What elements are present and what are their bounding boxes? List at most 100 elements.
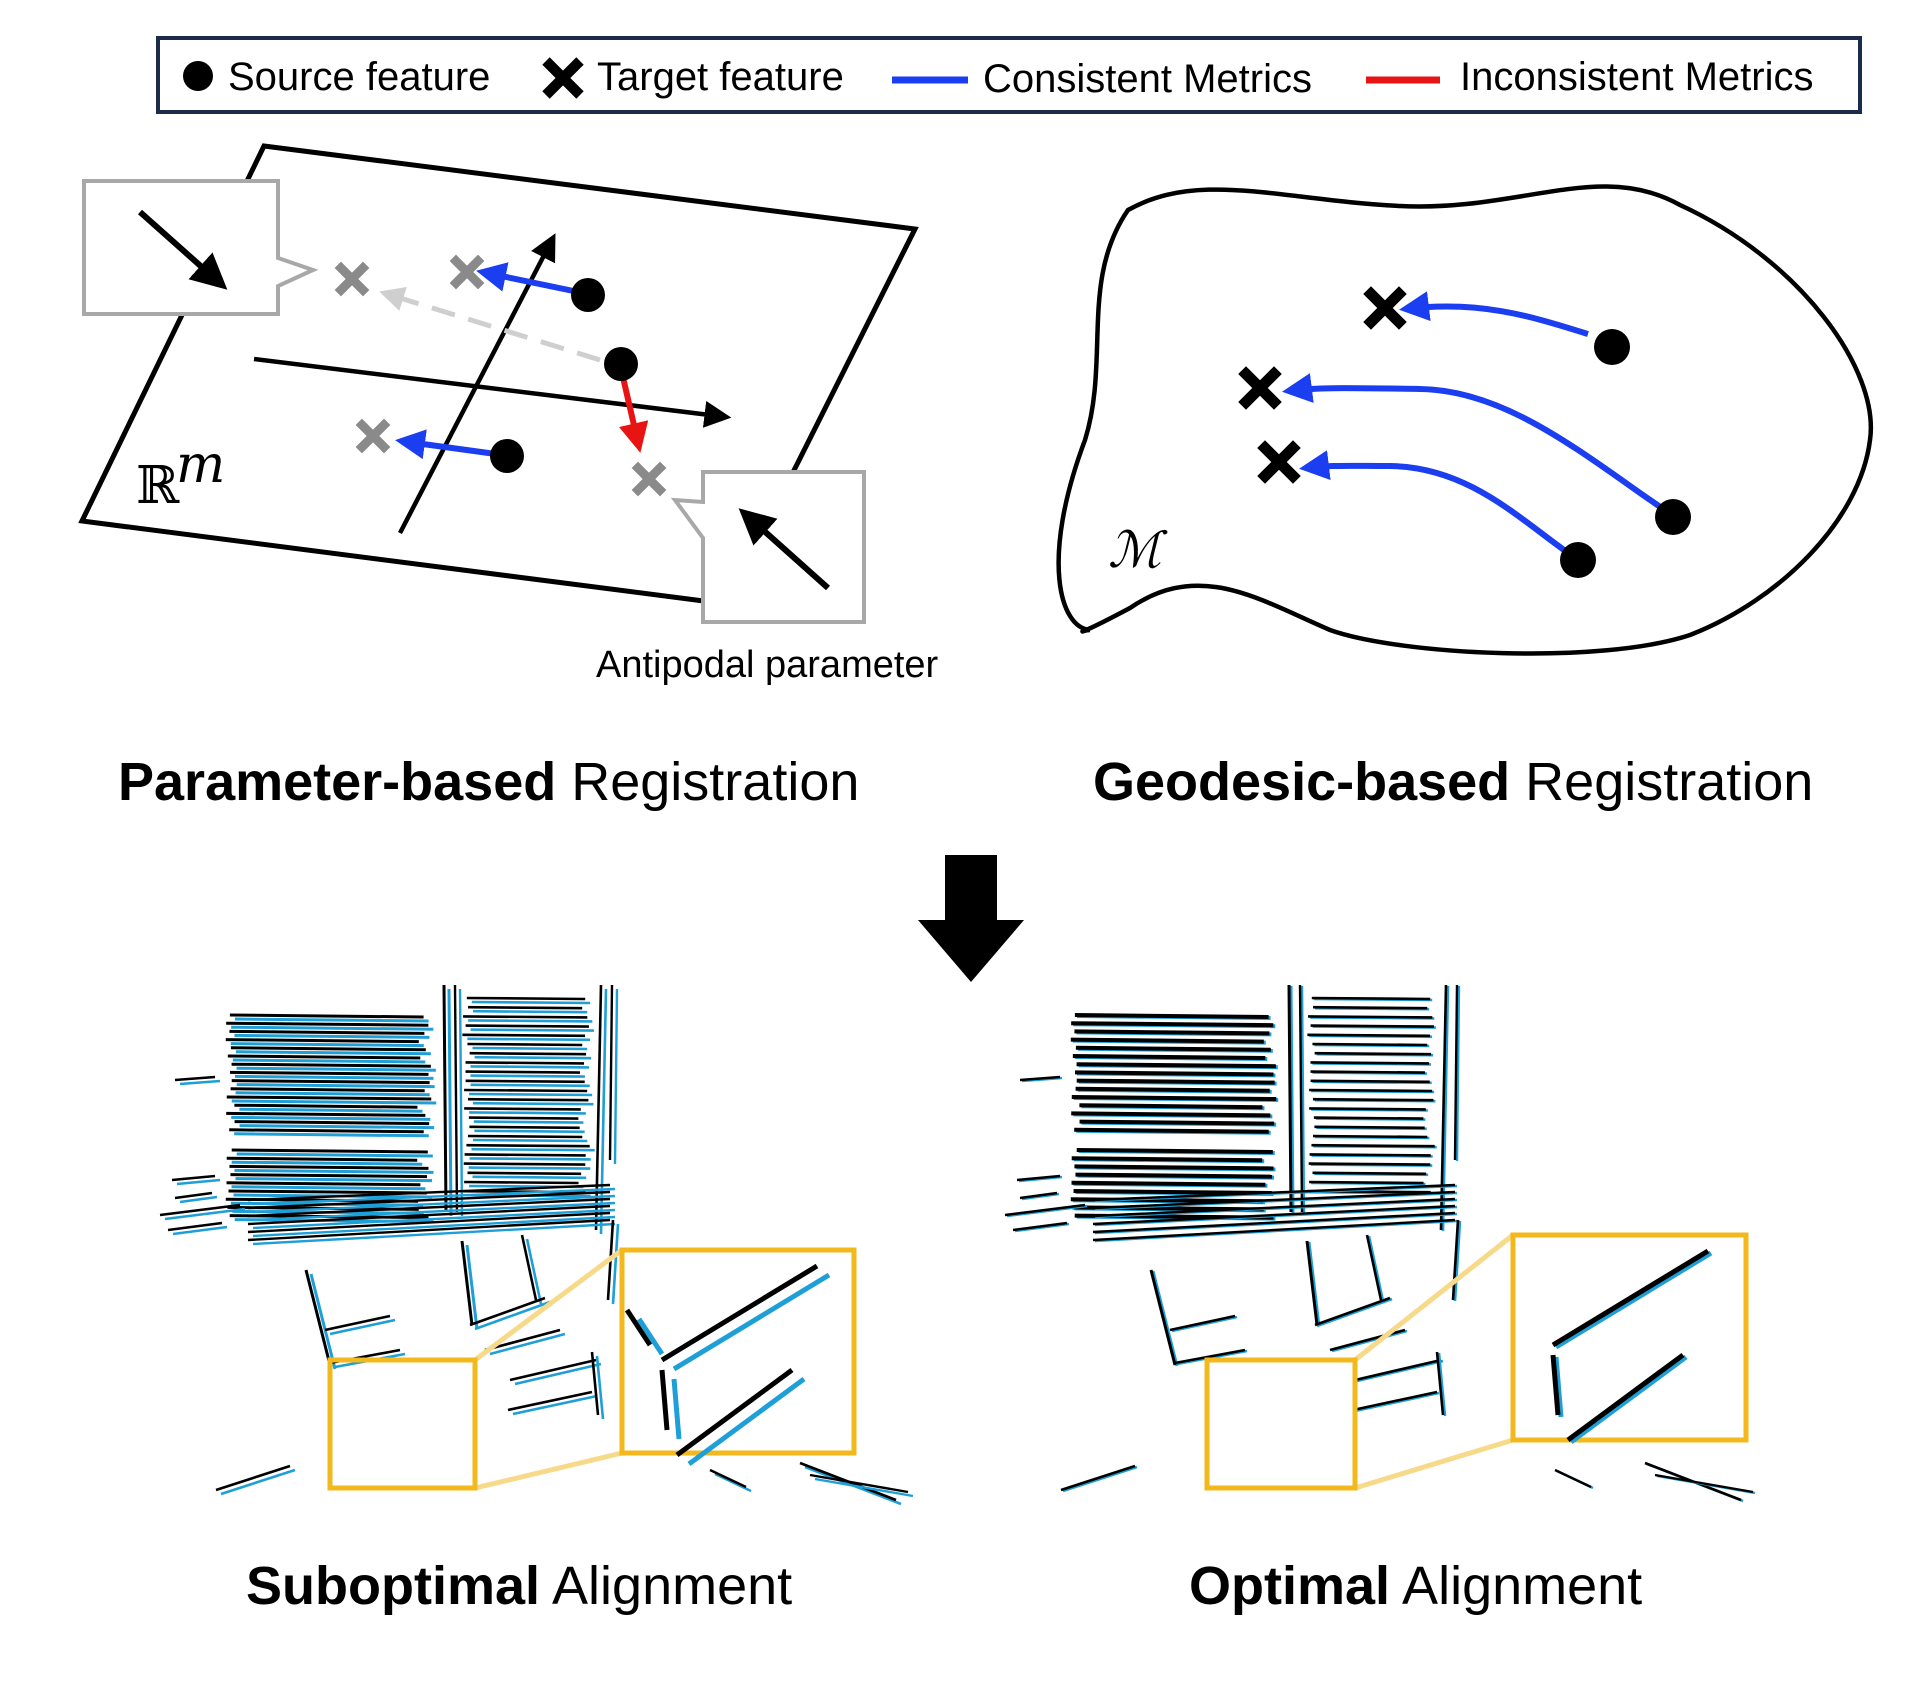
geodesic-based-caption: Geodesic-based Registration	[1093, 752, 1813, 812]
source-line	[659, 1369, 670, 1431]
target-line	[230, 1042, 424, 1048]
source-line	[465, 1070, 580, 1074]
target-line	[231, 1185, 426, 1191]
source-line	[660, 1263, 819, 1363]
source-line	[247, 1197, 611, 1218]
target-line	[176, 1178, 221, 1186]
source-line	[231, 1062, 431, 1068]
source-line	[230, 1046, 426, 1052]
target-line	[172, 1225, 228, 1236]
source-line	[229, 1029, 425, 1035]
manifold-panel: ℳ	[1056, 184, 1874, 656]
source-line	[1308, 1162, 1431, 1166]
target-line	[309, 1273, 337, 1370]
target-line	[469, 1157, 591, 1161]
antipodal-annotation: Antipodal parameter	[596, 644, 939, 686]
source-line	[231, 1079, 430, 1085]
source-line	[225, 1038, 419, 1044]
source-line	[1076, 1148, 1273, 1154]
target-line	[672, 1272, 831, 1372]
target-line	[636, 1317, 665, 1356]
source-line	[507, 1390, 593, 1412]
source-line	[1550, 1354, 1561, 1416]
direction-callout-top	[82, 179, 319, 316]
target-line	[1171, 1315, 1238, 1333]
source-line	[1352, 1390, 1438, 1412]
target-line	[671, 1378, 682, 1440]
source-line	[1439, 984, 1448, 1231]
zoom-region	[327, 1357, 478, 1491]
target-line	[235, 1091, 430, 1097]
target-line	[472, 1175, 587, 1180]
source-line	[1074, 1029, 1270, 1036]
source-line	[465, 1061, 585, 1065]
source-line	[809, 1473, 909, 1494]
source-line	[468, 1005, 583, 1010]
source-line	[1174, 1348, 1246, 1365]
source-line	[1019, 1191, 1058, 1200]
target-line	[1437, 1352, 1447, 1417]
target-line	[489, 1332, 566, 1356]
source-line	[463, 1162, 586, 1166]
target-line	[231, 1025, 434, 1031]
target-line	[447, 988, 453, 1217]
target-line	[512, 1394, 598, 1416]
source-line	[226, 1181, 421, 1187]
target-line	[234, 1033, 430, 1039]
source-line	[1092, 1197, 1456, 1218]
legend-target-label: Target feature	[597, 55, 844, 99]
direction-callout-bottom	[670, 470, 866, 624]
source-feature-dot	[490, 439, 524, 473]
source-line	[247, 1183, 611, 1202]
target-line	[469, 1111, 586, 1115]
target-line	[687, 1376, 806, 1467]
consistent-arrow-top	[476, 262, 589, 297]
source-line	[466, 1143, 590, 1148]
euclidean-space-exponent: m	[176, 435, 225, 495]
suboptimal-alignment-visual	[159, 984, 914, 1506]
source-line	[247, 1190, 611, 1210]
target-line	[470, 1065, 590, 1069]
legend-inconsistent-label: Inconsistent Metrics	[1460, 55, 1813, 99]
source-line	[464, 1107, 581, 1111]
source-line	[1435, 1351, 1445, 1416]
source-line	[1074, 1070, 1274, 1077]
source-line	[608, 984, 614, 1161]
target-line	[458, 988, 464, 1217]
target-line	[329, 1318, 396, 1336]
source-line	[230, 1173, 428, 1179]
source-feature-dot	[1560, 542, 1596, 578]
source-line	[174, 1191, 213, 1200]
source-line	[228, 1189, 427, 1195]
target-line	[1316, 1297, 1393, 1328]
down-arrow-icon	[918, 855, 1024, 982]
source-line	[1019, 1075, 1061, 1082]
target-line	[814, 1477, 914, 1498]
source-line	[1070, 1037, 1264, 1044]
source-line	[1079, 1119, 1275, 1126]
source-line	[1076, 1062, 1276, 1069]
parameter-space-panel: ℝ m Antipodal parameter	[78, 143, 939, 686]
target-line	[472, 1101, 594, 1106]
target-line	[471, 1000, 591, 1005]
source-line	[1092, 1204, 1456, 1226]
manifold-symbol: ℳ	[1108, 521, 1168, 579]
source-line	[467, 1171, 582, 1176]
legend-source-label: Source feature	[228, 55, 490, 99]
target-line	[239, 1124, 435, 1130]
target-line	[473, 1120, 584, 1124]
source-line	[624, 1308, 653, 1347]
source-line	[1298, 984, 1304, 1213]
source-line	[1079, 1103, 1263, 1110]
source-line	[453, 984, 459, 1213]
source-feature-dot	[604, 347, 638, 381]
target-line	[1367, 1235, 1385, 1302]
target-line	[231, 1160, 423, 1166]
target-line	[239, 1107, 423, 1113]
target-line	[470, 1028, 594, 1032]
source-line	[174, 1075, 216, 1082]
source-line	[709, 1468, 747, 1489]
source-line	[467, 1134, 583, 1139]
target-line	[236, 1083, 435, 1089]
source-line	[171, 1174, 216, 1182]
